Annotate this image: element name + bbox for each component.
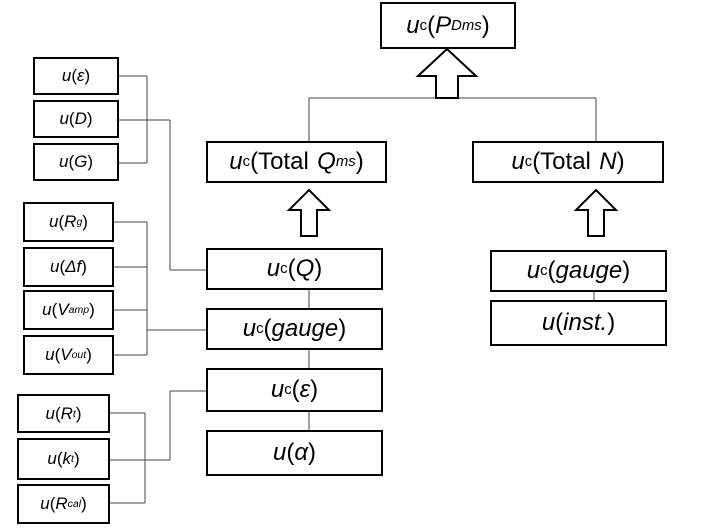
u-delta-f-box: u(Δf) <box>23 247 114 287</box>
symbol-u: u <box>406 11 420 39</box>
arrow-up-top <box>415 47 479 99</box>
u-inst-box: u(inst.) <box>490 300 667 346</box>
u-epsilon-box: u(ε) <box>33 57 119 95</box>
u-alpha-box: u(α) <box>206 430 383 476</box>
arrow-up-right <box>573 188 619 237</box>
subscript: Dms <box>451 17 482 34</box>
subscript-c: c <box>419 17 428 34</box>
arrow-up-left <box>286 188 332 237</box>
variable: P <box>435 11 452 39</box>
u-g-box: u(G) <box>33 143 119 181</box>
u-d-box: u(D) <box>33 100 119 138</box>
